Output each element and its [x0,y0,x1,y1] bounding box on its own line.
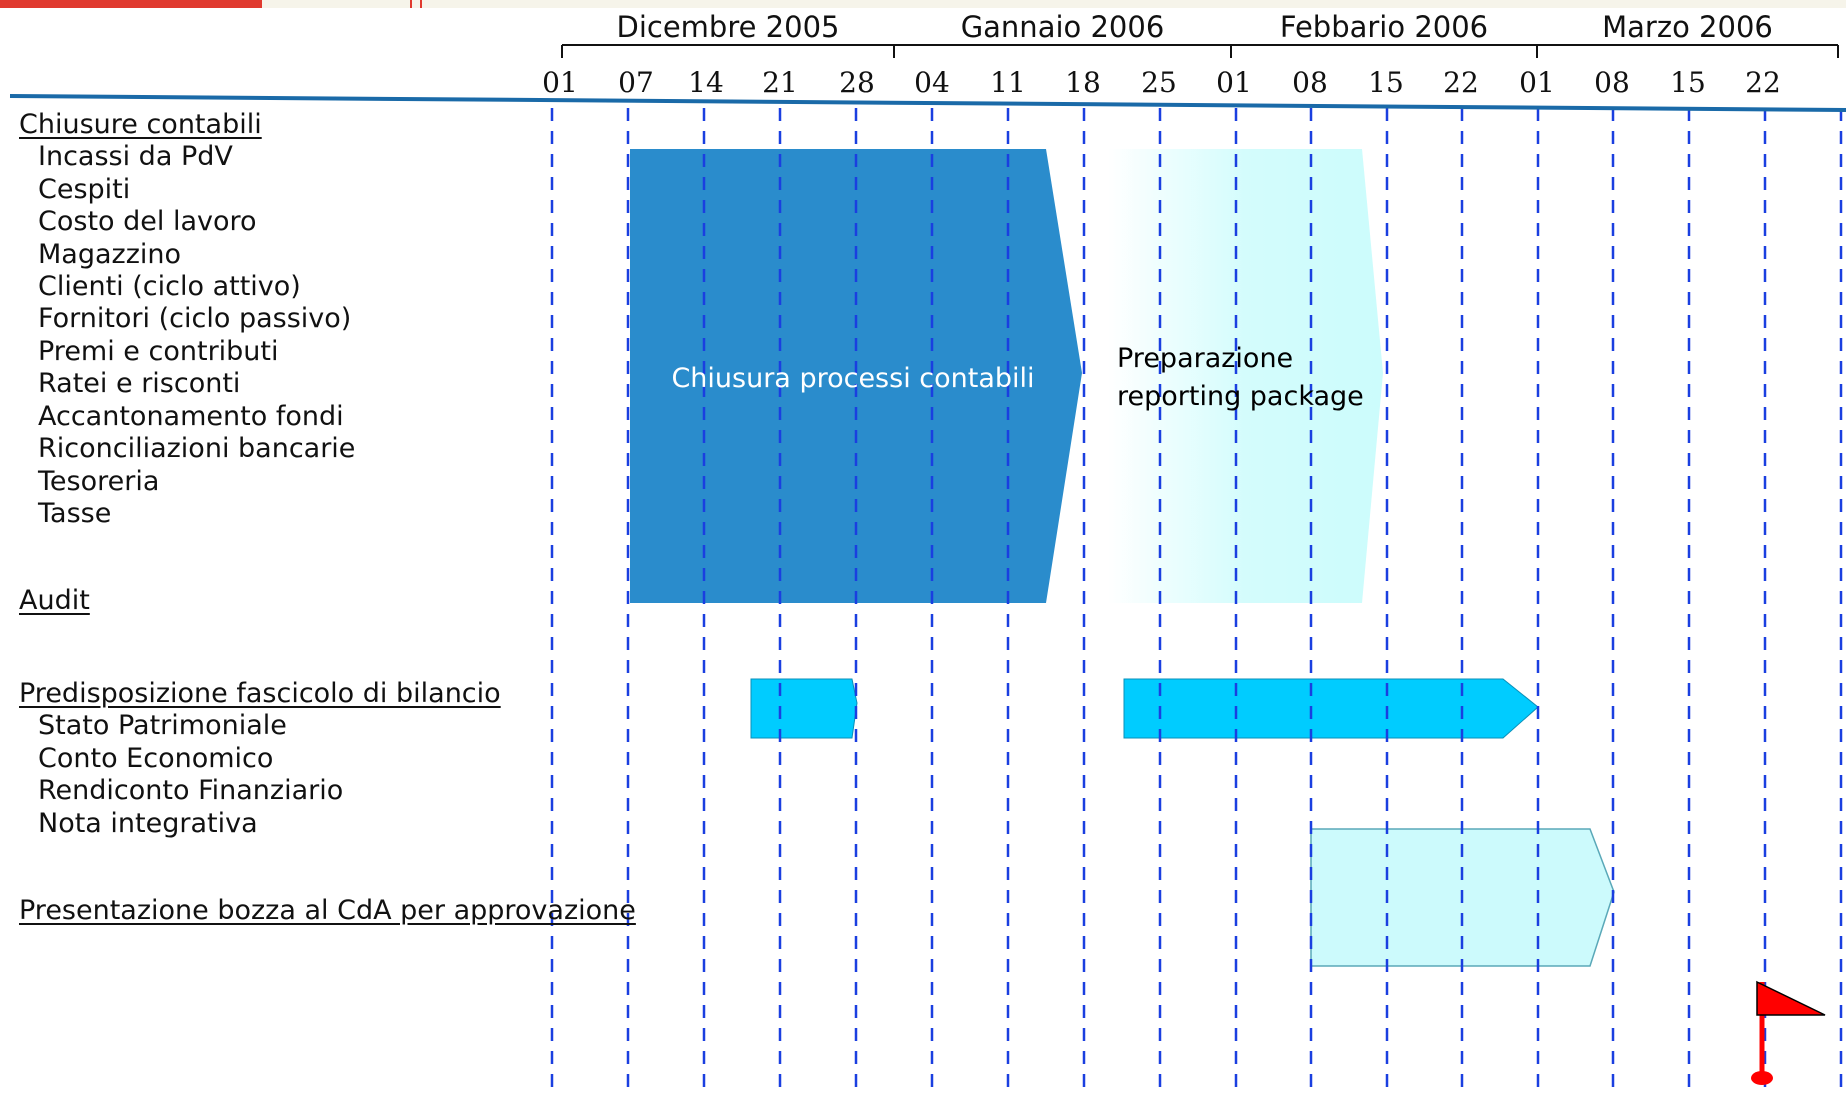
timeline-header: Dicembre 2005 Gannaio 2006 Febbario 2006 Ma… [9,10,1846,112]
day-label: 14 [688,66,724,99]
bar-audit-2 [1123,678,1539,739]
day-label: 08 [1594,66,1630,99]
day-label: 21 [762,66,798,99]
bars-layer [630,149,1615,967]
day-label: 22 [1745,66,1781,99]
bar-preparazione-reporting-package [1108,149,1383,603]
top-band [0,0,1846,8]
task-tesoreria: Tesoreria [38,466,160,497]
milestone [1751,980,1826,1085]
day-label: 15 [1670,66,1706,99]
task-premi-contributi: Premi e contributi [38,336,279,367]
month-label: Marzo 2006 [1602,10,1773,44]
task-magazzino: Magazzino [38,239,182,270]
section-title-audit: Audit [19,585,90,616]
task-rendiconto-finanziario: Rendiconto Finanziario [38,775,344,806]
day-label: 08 [1292,66,1328,99]
task-ratei-risconti: Ratei e risconti [38,368,241,399]
task-stato-patrimoniale: Stato Patrimoniale [38,710,287,741]
bar-chiusura-processi-contabili [630,149,1082,603]
task-clienti: Clienti (ciclo attivo) [38,271,301,302]
task-fornitori: Fornitori (ciclo passivo) [38,303,352,334]
task-incassi-pdv: Incassi da PdV [38,141,233,172]
axis-line [9,94,1846,112]
header-accent-bar [0,0,262,8]
day-label: 01 [542,66,578,99]
day-label: 28 [839,66,875,99]
section-title-chiusure-contabili: Chiusure contabili [19,109,262,140]
gridlines [550,108,1843,1095]
bar-label-chiusura: Chiusura processi contabili [671,363,1034,394]
bar-audit-1 [750,678,858,739]
month-label: Dicembre 2005 [617,10,840,44]
bar-label-preparazione: reporting package [1117,381,1364,412]
bar-label-preparazione: Preparazione [1117,343,1293,374]
month-label: Gannaio 2006 [961,10,1165,44]
day-label: 11 [990,66,1026,99]
day-label: 01 [1216,66,1252,99]
section-title-predisposizione: Predisposizione fascicolo di bilancio [19,678,501,709]
month-brackets [561,44,1839,58]
day-label: 22 [1443,66,1479,99]
task-cespiti: Cespiti [38,174,131,205]
task-accantonamento-fondi: Accantonamento fondi [38,401,344,432]
day-label: 18 [1065,66,1101,99]
day-label: 15 [1368,66,1404,99]
task-costo-lavoro: Costo del lavoro [38,206,257,237]
flag-pennant [1756,980,1826,1016]
day-label: 25 [1141,66,1177,99]
bar-labels: Chiusura processi contabili Preparazione r… [671,343,1363,412]
flag-base [1751,1071,1773,1085]
task-tasse: Tasse [38,498,112,529]
red-flag-icon [1751,980,1826,1085]
task-nota-integrativa: Nota integrativa [38,808,258,839]
task-conto-economico: Conto Economico [38,743,274,774]
header-accent-marks [410,0,424,8]
day-label: 01 [1519,66,1555,99]
day-label: 04 [914,66,950,99]
section-title-presentazione: Presentazione bozza al CdA per approvazi… [19,895,636,926]
task-riconciliazioni-bancarie: Riconciliazioni bancarie [38,433,356,464]
day-label: 07 [618,66,654,99]
month-label: Febbario 2006 [1280,10,1488,44]
